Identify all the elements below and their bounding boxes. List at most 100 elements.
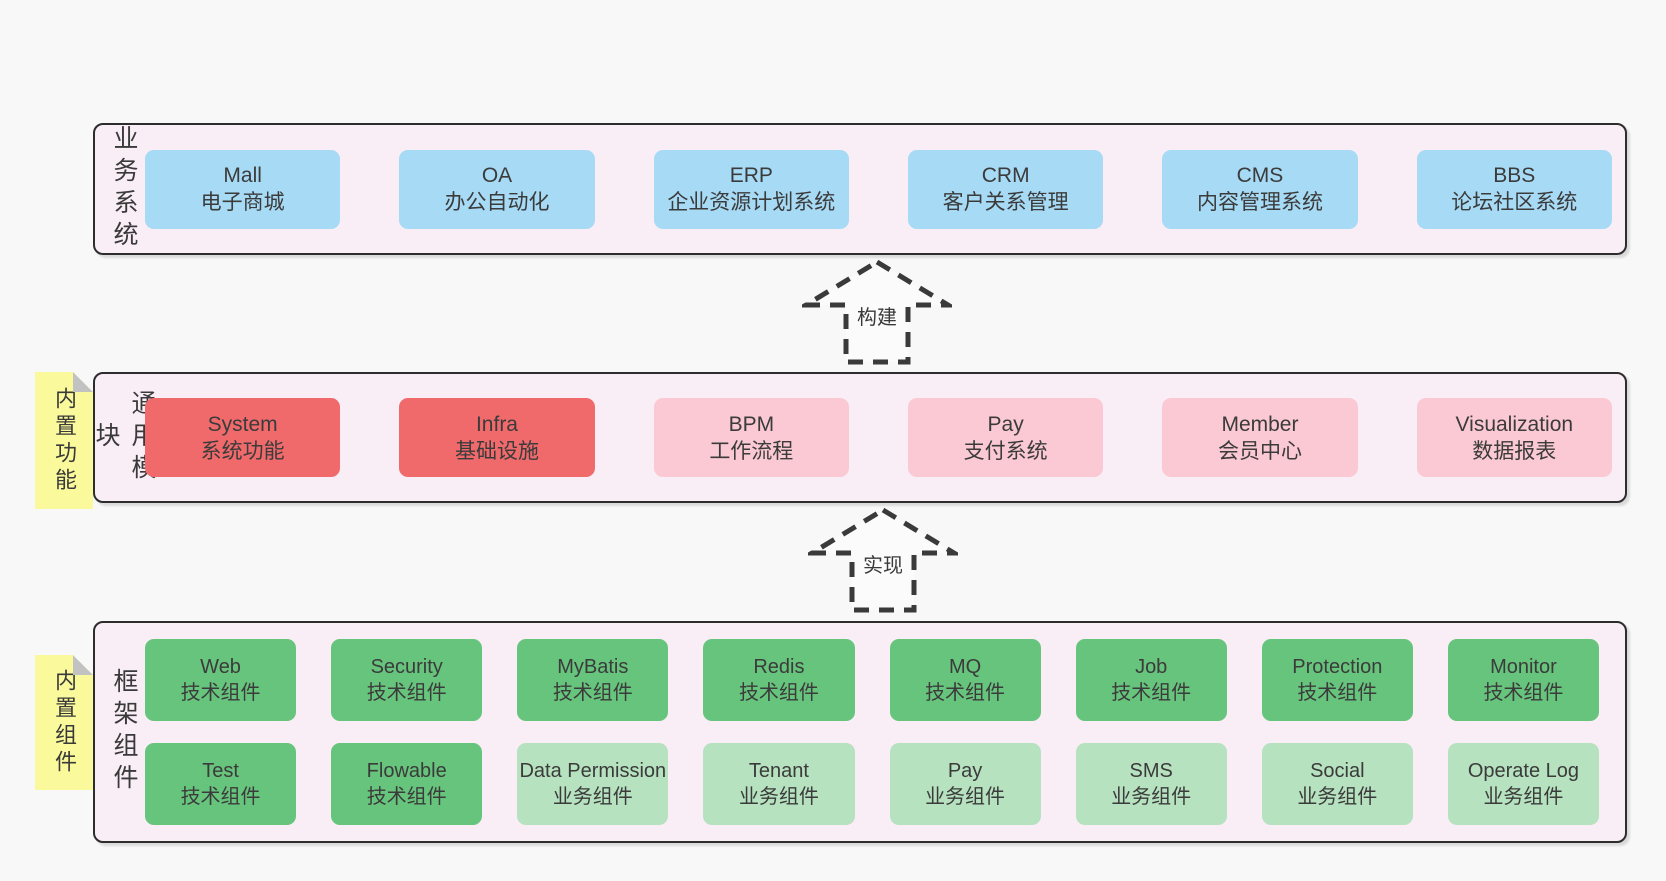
- modules-box-row: System 系统功能 Infra 基础设施 BPM 工作流程 Pay 支付系统…: [141, 398, 1625, 477]
- box-title: Visualization: [1455, 412, 1574, 436]
- box-pay-business: Pay 业务组件: [889, 743, 1041, 825]
- box-subtitle: 办公自动化: [444, 191, 550, 214]
- components-box-row-2: Test 技术组件 Flowable 技术组件 Data Permission …: [145, 743, 1599, 825]
- note-fold-corner-icon: [73, 655, 93, 675]
- box-subtitle: 技术组件: [1483, 682, 1564, 704]
- box-title: Monitor: [1490, 656, 1557, 678]
- box-flowable: Flowable 技术组件: [331, 743, 483, 825]
- arrow-implement-label: 实现: [859, 548, 907, 579]
- box-social: Social 业务组件: [1261, 743, 1413, 825]
- box-system: System 系统功能: [145, 398, 341, 477]
- box-erp: ERP 企业资源计划系统: [653, 149, 849, 229]
- box-subtitle: 会员中心: [1217, 439, 1302, 463]
- box-title: MQ: [948, 656, 982, 678]
- box-mq: MQ 技术组件: [889, 639, 1041, 721]
- box-title: CMS: [1236, 164, 1284, 187]
- box-title: CRM: [981, 164, 1030, 187]
- box-subtitle: 技术组件: [1111, 682, 1192, 704]
- box-title: Test: [202, 760, 239, 782]
- box-subtitle: 支付系统: [963, 439, 1048, 463]
- box-title: Security: [370, 656, 443, 678]
- layer-business-systems: 业务系统 Mall 电子商城 OA 办公自动化 ERP 企业资源计划系统 CRM…: [93, 123, 1627, 255]
- box-subtitle: 业务组件: [1297, 786, 1378, 808]
- arrow-build-label: 构建: [853, 300, 901, 331]
- layer-framework-components: 框架组件 Web 技术组件 Security 技术组件 MyBatis 技术组件…: [93, 621, 1627, 843]
- box-title: SMS: [1129, 760, 1173, 782]
- box-title: Protection: [1292, 656, 1383, 678]
- box-subtitle: 技术组件: [366, 786, 447, 808]
- box-subtitle: 业务组件: [925, 786, 1006, 808]
- note-text: 内置组件: [52, 668, 77, 777]
- box-subtitle: 技术组件: [552, 682, 633, 704]
- box-subtitle: 基础设施: [454, 439, 539, 463]
- box-title: System: [207, 412, 278, 436]
- box-oa: OA 办公自动化: [399, 149, 595, 229]
- box-subtitle: 企业资源计划系统: [667, 191, 836, 214]
- box-subtitle: 技术组件: [180, 786, 261, 808]
- arrow-implement: 实现: [808, 506, 958, 614]
- business-box-row: Mall 电子商城 OA 办公自动化 ERP 企业资源计划系统 CRM 客户关系…: [141, 149, 1625, 229]
- layer-label-modules: 通用模块: [92, 389, 156, 486]
- box-subtitle: 业务组件: [1483, 786, 1564, 808]
- box-title: Member: [1221, 412, 1299, 436]
- box-subtitle: 电子商城: [200, 191, 285, 214]
- box-title: ERP: [729, 164, 773, 187]
- box-title: Operate Log: [1467, 760, 1580, 782]
- box-subtitle: 业务组件: [552, 786, 633, 808]
- components-box-row-1: Web 技术组件 Security 技术组件 MyBatis 技术组件 Redi…: [145, 639, 1599, 721]
- box-title: Pay: [987, 412, 1024, 436]
- box-title: Web: [200, 656, 241, 678]
- layer-label-components: 框架组件: [110, 668, 138, 796]
- layer-label-business: 业务系统: [110, 125, 138, 253]
- box-data-permission: Data Permission 业务组件: [517, 743, 669, 825]
- sticky-note-builtin-components: 内置组件: [35, 655, 93, 790]
- layer-common-modules: 通用模块 System 系统功能 Infra 基础设施 BPM 工作流程 Pay…: [92, 372, 1627, 503]
- box-title: OA: [481, 164, 513, 187]
- box-mall: Mall 电子商城: [145, 149, 341, 229]
- note-text: 内置功能: [52, 386, 77, 495]
- box-subtitle: 业务组件: [1111, 786, 1192, 808]
- box-title: Infra: [475, 412, 518, 436]
- box-bpm: BPM 工作流程: [653, 398, 849, 477]
- box-pay: Pay 支付系统: [907, 398, 1104, 477]
- box-title: Pay: [947, 760, 983, 782]
- box-subtitle: 技术组件: [180, 682, 261, 704]
- box-redis: Redis 技术组件: [703, 639, 855, 721]
- box-test: Test 技术组件: [145, 743, 297, 825]
- box-monitor: Monitor 技术组件: [1447, 639, 1599, 721]
- box-subtitle: 技术组件: [738, 682, 819, 704]
- sticky-note-builtin-functions: 内置功能: [35, 372, 93, 509]
- box-title: Social: [1310, 760, 1365, 782]
- box-title: BPM: [728, 412, 775, 436]
- arrow-build: 构建: [802, 258, 952, 366]
- box-subtitle: 业务组件: [738, 786, 819, 808]
- box-tenant: Tenant 业务组件: [703, 743, 855, 825]
- box-web: Web 技术组件: [145, 639, 297, 721]
- box-title: BBS: [1493, 164, 1536, 187]
- box-infra: Infra 基础设施: [399, 398, 595, 477]
- box-visualization: Visualization 数据报表: [1416, 398, 1612, 477]
- box-title: Mall: [223, 164, 262, 187]
- box-title: Data Permission: [519, 760, 667, 782]
- box-title: Tenant: [748, 760, 809, 782]
- box-security: Security 技术组件: [331, 639, 483, 721]
- box-bbs: BBS 论坛社区系统: [1416, 149, 1612, 229]
- box-sms: SMS 业务组件: [1075, 743, 1227, 825]
- box-subtitle: 内容管理系统: [1196, 191, 1323, 214]
- components-rows: Web 技术组件 Security 技术组件 MyBatis 技术组件 Redi…: [141, 639, 1625, 825]
- box-title: Job: [1135, 656, 1168, 678]
- box-member: Member 会员中心: [1162, 398, 1358, 477]
- box-subtitle: 数据报表: [1472, 439, 1557, 463]
- box-title: Redis: [753, 656, 805, 678]
- box-mybatis: MyBatis 技术组件: [517, 639, 669, 721]
- box-subtitle: 工作流程: [709, 439, 794, 463]
- box-crm: CRM 客户关系管理: [907, 149, 1104, 229]
- box-subtitle: 论坛社区系统: [1451, 191, 1578, 214]
- box-subtitle: 技术组件: [1297, 682, 1378, 704]
- box-subtitle: 技术组件: [366, 682, 447, 704]
- box-cms: CMS 内容管理系统: [1162, 149, 1358, 229]
- box-job: Job 技术组件: [1075, 639, 1227, 721]
- box-title: MyBatis: [557, 656, 629, 678]
- box-title: Flowable: [366, 760, 447, 782]
